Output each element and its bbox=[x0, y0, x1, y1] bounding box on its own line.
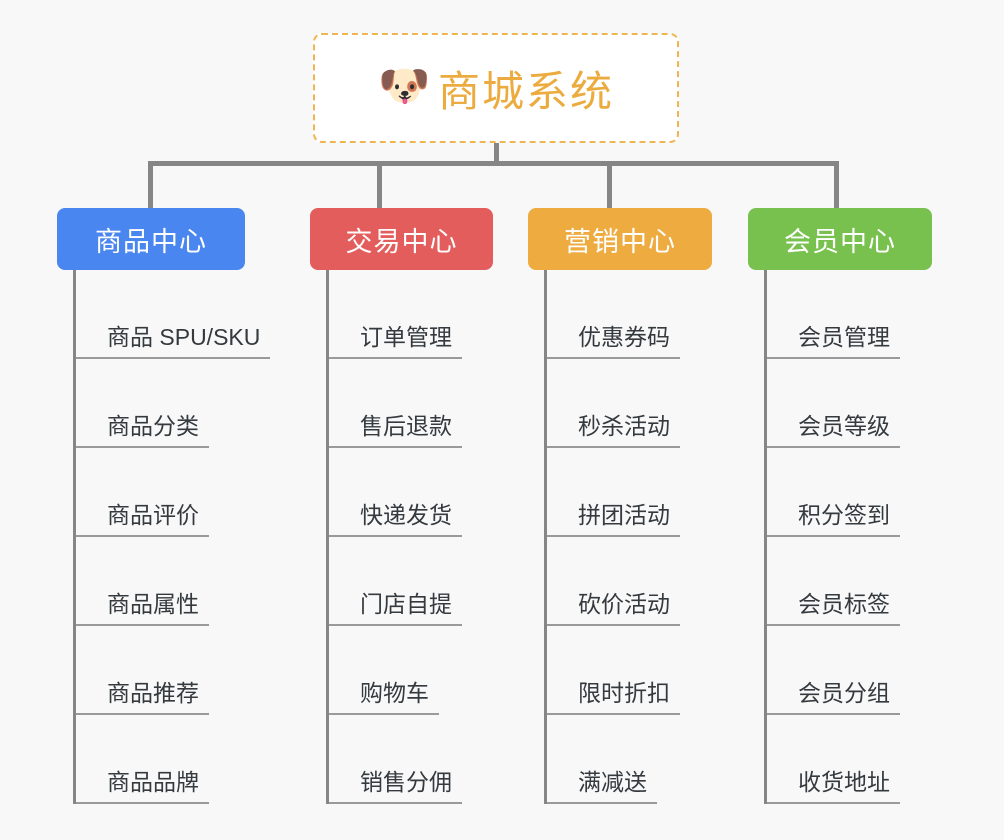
leaf-label: 购物车 bbox=[329, 680, 439, 715]
category-box-trade-center[interactable]: 交易中心 bbox=[310, 208, 493, 270]
branch-spine-member-center: 会员管理会员等级积分签到会员标签会员分组收货地址 bbox=[764, 270, 932, 804]
leaf-label: 快递发货 bbox=[329, 502, 462, 537]
branch-spine-product-center: 商品 SPU/SKU 商品分类商品评价商品属性商品推荐商品品牌 bbox=[73, 270, 271, 804]
leaf-label: 销售分佣 bbox=[329, 769, 462, 804]
leaf-item[interactable]: 商品 SPU/SKU bbox=[76, 270, 271, 359]
leaf-label: 商品评价 bbox=[76, 502, 209, 537]
leaf-item[interactable]: 满减送 bbox=[547, 715, 712, 804]
leaf-label: 商品分类 bbox=[76, 413, 209, 448]
leaf-item[interactable]: 订单管理 bbox=[329, 270, 493, 359]
leaf-item[interactable]: 商品评价 bbox=[76, 448, 245, 537]
leaf-item[interactable]: 优惠券码 bbox=[547, 270, 712, 359]
leaf-label: 拼团活动 bbox=[547, 502, 680, 537]
category-box-product-center[interactable]: 商品中心 bbox=[57, 208, 245, 270]
leaf-label: 会员等级 bbox=[767, 413, 900, 448]
leaf-item[interactable]: 门店自提 bbox=[329, 537, 493, 626]
branch-spine-trade-center: 订单管理售后退款快递发货门店自提购物车销售分佣 bbox=[326, 270, 493, 804]
category-box-member-center[interactable]: 会员中心 bbox=[748, 208, 932, 270]
leaf-item[interactable]: 商品推荐 bbox=[76, 626, 245, 715]
leaf-item[interactable]: 购物车 bbox=[329, 626, 493, 715]
leaf-label: 收货地址 bbox=[767, 769, 900, 804]
leaf-label: 会员分组 bbox=[767, 680, 900, 715]
leaf-label: 会员标签 bbox=[767, 591, 900, 626]
connector-drop-product-center bbox=[148, 161, 153, 208]
leaf-item[interactable]: 会员管理 bbox=[767, 270, 932, 359]
branch-column-trade-center: 交易中心订单管理售后退款快递发货门店自提购物车销售分佣 bbox=[310, 208, 493, 804]
leaf-label: 砍价活动 bbox=[547, 591, 680, 626]
category-label-marketing-center: 营销中心 bbox=[564, 226, 676, 257]
connector-drop-marketing-center bbox=[607, 161, 612, 208]
branch-column-member-center: 会员中心会员管理会员等级积分签到会员标签会员分组收货地址 bbox=[748, 208, 932, 804]
leaf-label: 商品属性 bbox=[76, 591, 209, 626]
leaf-item[interactable]: 快递发货 bbox=[329, 448, 493, 537]
leaf-label: 积分签到 bbox=[767, 502, 900, 537]
leaf-item[interactable]: 销售分佣 bbox=[329, 715, 493, 804]
root-title: 商城系统 bbox=[437, 67, 614, 115]
shiba-dog-face-icon: 🐶 bbox=[377, 62, 431, 109]
category-box-marketing-center[interactable]: 营销中心 bbox=[528, 208, 712, 270]
leaf-item[interactable]: 限时折扣 bbox=[547, 626, 712, 715]
category-label-member-center: 会员中心 bbox=[784, 226, 896, 257]
root-node[interactable]: 🐶 商城系统 bbox=[313, 33, 679, 143]
connector-root-stem bbox=[494, 143, 499, 165]
leaf-label: 商品推荐 bbox=[76, 680, 209, 715]
leaf-label: 秒杀活动 bbox=[547, 413, 680, 448]
branch-column-marketing-center: 营销中心优惠券码秒杀活动拼团活动砍价活动限时折扣满减送 bbox=[528, 208, 712, 804]
leaf-item[interactable]: 拼团活动 bbox=[547, 448, 712, 537]
leaf-label: 订单管理 bbox=[329, 324, 462, 359]
leaf-label: 满减送 bbox=[547, 769, 657, 804]
connector-drop-trade-center bbox=[377, 161, 382, 208]
leaf-item[interactable]: 售后退款 bbox=[329, 359, 493, 448]
leaf-item[interactable]: 会员分组 bbox=[767, 626, 932, 715]
leaf-item[interactable]: 会员等级 bbox=[767, 359, 932, 448]
leaf-item[interactable]: 收货地址 bbox=[767, 715, 932, 804]
leaf-item[interactable]: 砍价活动 bbox=[547, 537, 712, 626]
leaf-item[interactable]: 会员标签 bbox=[767, 537, 932, 626]
leaf-label: 限时折扣 bbox=[547, 680, 680, 715]
connector-horizontal-bus bbox=[150, 161, 838, 166]
leaf-item[interactable]: 秒杀活动 bbox=[547, 359, 712, 448]
branch-column-product-center: 商品中心商品 SPU/SKU 商品分类商品评价商品属性商品推荐商品品牌 bbox=[57, 208, 271, 804]
leaf-item[interactable]: 商品品牌 bbox=[76, 715, 245, 804]
leaf-label: 商品 SPU/SKU bbox=[76, 324, 271, 359]
leaf-label: 门店自提 bbox=[329, 591, 462, 626]
leaf-label: 商品品牌 bbox=[76, 769, 209, 804]
leaf-item[interactable]: 商品属性 bbox=[76, 537, 245, 626]
category-label-product-center: 商品中心 bbox=[95, 226, 207, 257]
leaf-label: 会员管理 bbox=[767, 324, 900, 359]
leaf-item[interactable]: 积分签到 bbox=[767, 448, 932, 537]
branch-spine-marketing-center: 优惠券码秒杀活动拼团活动砍价活动限时折扣满减送 bbox=[544, 270, 712, 804]
leaf-item[interactable]: 商品分类 bbox=[76, 359, 245, 448]
connector-drop-member-center bbox=[834, 161, 839, 208]
leaf-label: 售后退款 bbox=[329, 413, 462, 448]
leaf-label: 优惠券码 bbox=[547, 324, 680, 359]
category-label-trade-center: 交易中心 bbox=[345, 226, 458, 257]
